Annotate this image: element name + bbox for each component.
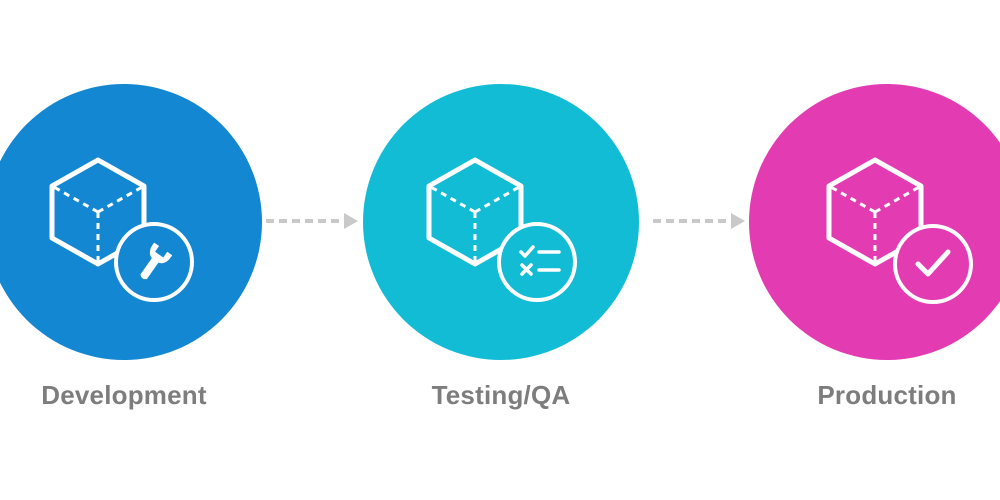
dashed-arrow-icon <box>653 213 745 229</box>
cube-icon <box>426 157 524 267</box>
stage-label-testing-qa: Testing/QA <box>431 380 571 410</box>
badge <box>497 222 577 302</box>
stage-circle-production <box>749 84 1000 360</box>
cube-icon <box>826 157 924 267</box>
stage-circle-testing-qa <box>363 84 639 360</box>
dashed-arrow-icon <box>266 213 358 229</box>
badge <box>893 224 973 304</box>
wrench-icon <box>140 242 173 280</box>
checklist-icon <box>519 245 561 276</box>
stage-label-production: Production <box>817 380 957 410</box>
checkmark-icon <box>915 249 951 277</box>
stage-label-development: Development <box>41 380 207 410</box>
stage-circle-development <box>0 84 262 360</box>
cube-icon <box>49 157 147 267</box>
